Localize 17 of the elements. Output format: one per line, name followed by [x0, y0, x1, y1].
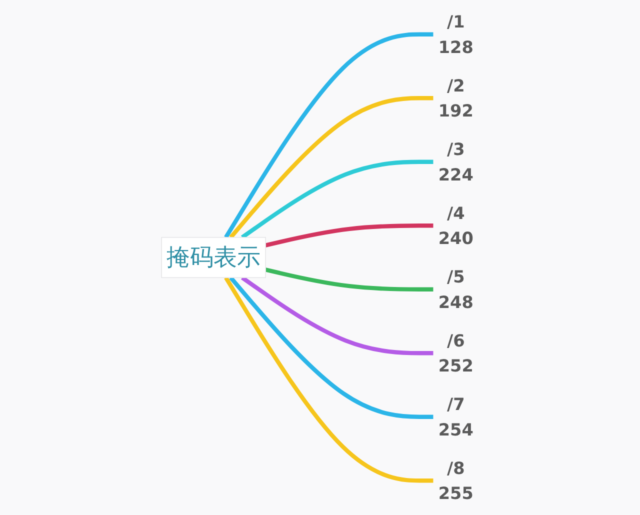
connector — [265, 224, 434, 248]
connector — [240, 276, 434, 356]
node-text: /3 224 — [438, 139, 474, 185]
node-text: /4 240 — [438, 202, 474, 248]
node-text: /5 248 — [438, 266, 474, 312]
connector — [229, 276, 434, 419]
connector — [224, 276, 434, 483]
node-text: /8 255 — [438, 458, 474, 504]
node-box: 掩码表示 — [161, 236, 266, 278]
node-text: /7 254 — [438, 394, 474, 440]
connector — [224, 32, 434, 238]
connector — [265, 268, 434, 292]
node-text: /6 252 — [438, 330, 474, 376]
connector — [240, 160, 434, 240]
node-text: /2 192 — [438, 75, 474, 121]
connector — [229, 96, 434, 239]
node-text: /1 128 — [438, 12, 474, 58]
